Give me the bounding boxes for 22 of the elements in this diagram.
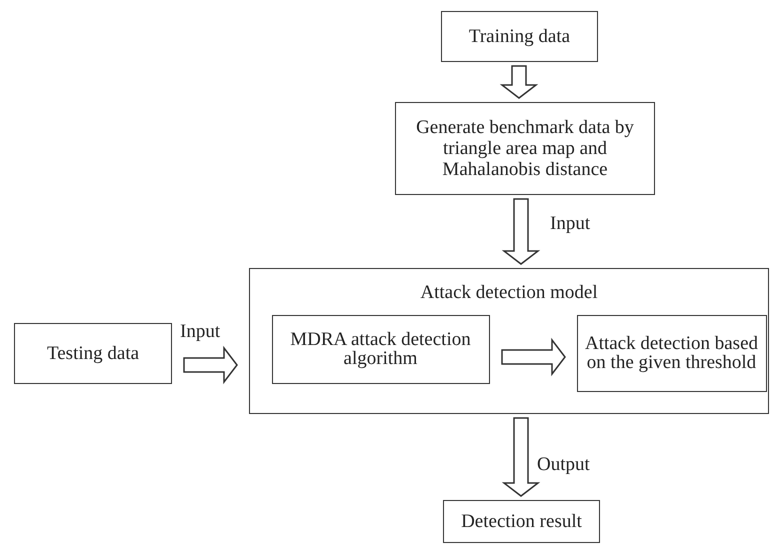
process-box — [272, 314, 490, 384]
process-box — [576, 314, 766, 392]
process-box — [395, 102, 655, 195]
block-arrow — [502, 417, 540, 497]
node-label: Training data — [468, 27, 570, 46]
block-arrow — [501, 338, 566, 376]
process-box — [441, 11, 598, 62]
node-label: Attack detection based on the given threshold — [584, 334, 760, 372]
input-box — [14, 323, 172, 384]
node-label: MDRA attack detection algorithm — [289, 330, 472, 368]
group-box — [249, 268, 769, 414]
output-box — [443, 500, 600, 543]
block-arrow — [183, 346, 238, 384]
block-arrow — [502, 198, 540, 265]
node-label: Detection result — [461, 512, 582, 531]
block-arrow — [500, 65, 538, 99]
edge-label: Input — [550, 214, 590, 234]
node-label: Generate benchmark data by triangle area map and Mahalanobis distance — [415, 117, 635, 180]
edge-label: Output — [537, 455, 590, 475]
node-label: Attack detection model — [420, 283, 598, 302]
edge-label: Input — [180, 322, 220, 342]
node-label: Testing data — [46, 344, 140, 363]
